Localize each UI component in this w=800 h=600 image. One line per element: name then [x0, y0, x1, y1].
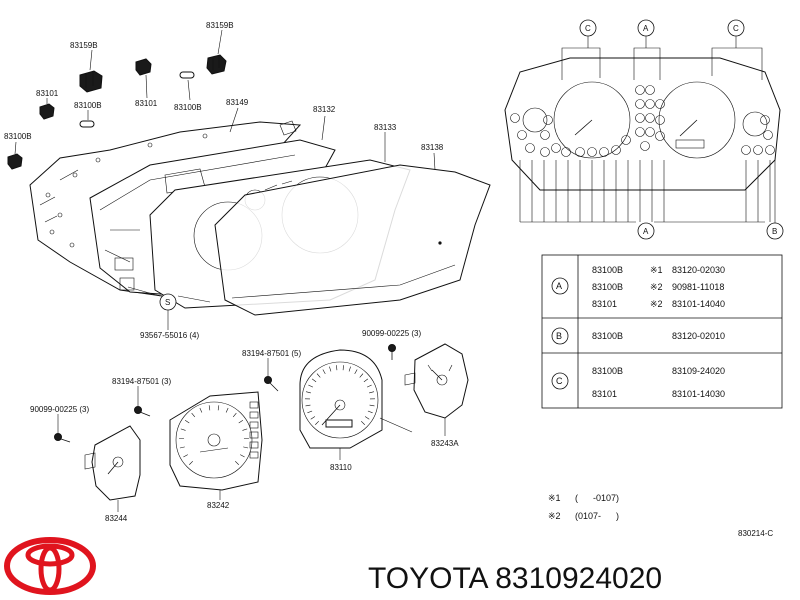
- table-a-mark-3: ※2: [650, 299, 663, 309]
- table-c-number-1: 83109-24020: [672, 366, 725, 376]
- label-83243a: 83243A: [431, 439, 459, 448]
- label-83194-b: 83194-87501 (3): [112, 377, 171, 386]
- speedometer-ticks: [305, 365, 375, 425]
- screw-90099-right: [388, 344, 396, 360]
- wiring-rear-view: [504, 57, 781, 222]
- label-90099-left: 90099-00225 (3): [30, 405, 89, 414]
- table-a-number-2: 90981-11018: [672, 282, 724, 292]
- note-1-range: ( -0107): [575, 493, 619, 503]
- table-a-mark-1: ※1: [650, 265, 663, 275]
- table-key-c-circle: [551, 372, 569, 390]
- screw-83194-upper: [264, 376, 279, 392]
- label-83242: 83242: [207, 501, 230, 510]
- table-c-part-1: 83100B: [592, 366, 623, 376]
- wiring-label-a-top: A: [643, 24, 649, 33]
- table-key-b-circle: [551, 327, 569, 345]
- speedometer-83110: [299, 349, 413, 449]
- label-83100b-c: 83100B: [4, 132, 32, 141]
- note-2-mark: ※2: [548, 511, 561, 521]
- table-key-a: A: [556, 281, 562, 291]
- label-83100b-b: 83100B: [174, 103, 202, 112]
- label-83159b-left: 83159B: [70, 41, 98, 50]
- bulb-socket-83159b-top: [206, 54, 227, 75]
- label-83133: 83133: [374, 123, 397, 132]
- label-83101-b: 83101: [135, 99, 158, 108]
- note-2-range: (0107- ): [575, 511, 619, 521]
- tachometer-ticks: [179, 405, 249, 465]
- gauge-83244: [84, 425, 141, 501]
- label-93567: 93567-55016 (4): [140, 331, 199, 340]
- wiring-label-a-bottom-circle: [637, 222, 655, 240]
- table-key-c: C: [556, 376, 563, 386]
- gauge-83243a: [404, 343, 469, 419]
- table-a-part-3: 83101: [592, 299, 617, 309]
- socket-83101-left: [39, 103, 55, 120]
- table-c-number-2: 83101-14030: [672, 389, 725, 399]
- wiring-label-b: B: [772, 227, 777, 236]
- label-90099-right: 90099-00225 (3): [362, 329, 421, 338]
- wiring-label-a-bottom: A: [643, 227, 649, 236]
- table-a-part-1: 83100B: [592, 265, 623, 275]
- table-b-number-1: 83120-02010: [672, 331, 725, 341]
- bulb-socket-83159b-left: [79, 70, 103, 93]
- wiring-label-c-right: C: [733, 24, 739, 33]
- table-b-part-1: 83100B: [592, 331, 623, 341]
- table-a-number-1: 83120-02030: [672, 265, 725, 275]
- table-a-number-3: 83101-14040: [672, 299, 725, 309]
- screw-s-label: S: [165, 298, 170, 307]
- socket-83100b-far-left: [7, 153, 23, 170]
- bulb-83100b-upper: [179, 71, 195, 79]
- table-a-part-2: 83100B: [592, 282, 623, 292]
- label-83101-a: 83101: [36, 89, 59, 98]
- bulb-sockets: [510, 85, 775, 157]
- table-key-b: B: [556, 331, 562, 341]
- label-83194: 83194-87501 (5): [242, 349, 301, 358]
- label-83149: 83149: [226, 98, 249, 107]
- brand-part-number: TOYOTA 8310924020: [368, 562, 662, 595]
- diagram-code: 830214-C: [738, 529, 773, 538]
- toyota-logo-icon: [4, 537, 96, 595]
- label-83138: 83138: [421, 143, 444, 152]
- label-83132: 83132: [313, 105, 336, 114]
- label-83159b-top: 83159B: [206, 21, 234, 30]
- table-c-part-2: 83101: [592, 389, 617, 399]
- tachometer-83242: [169, 391, 263, 491]
- wiring-lines: [519, 160, 771, 222]
- glass-83138: [214, 164, 491, 316]
- bulb-83100b-mid: [79, 120, 95, 128]
- table-a-mark-2: ※2: [650, 282, 663, 292]
- screw-90099-left: [54, 433, 71, 443]
- label-83100b-a: 83100B: [74, 101, 102, 110]
- label-83110: 83110: [330, 463, 352, 472]
- part-table: A 83100B ※1 83120-02030 83100B ※2 90981-…: [541, 254, 783, 409]
- screw-83194-lower: [134, 406, 151, 417]
- label-83244: 83244: [105, 514, 128, 523]
- note-1-mark: ※1: [548, 493, 561, 503]
- table-key-a-circle: [551, 277, 569, 295]
- wiring-label-c-left: C: [585, 24, 591, 33]
- socket-83101-upper: [135, 58, 152, 76]
